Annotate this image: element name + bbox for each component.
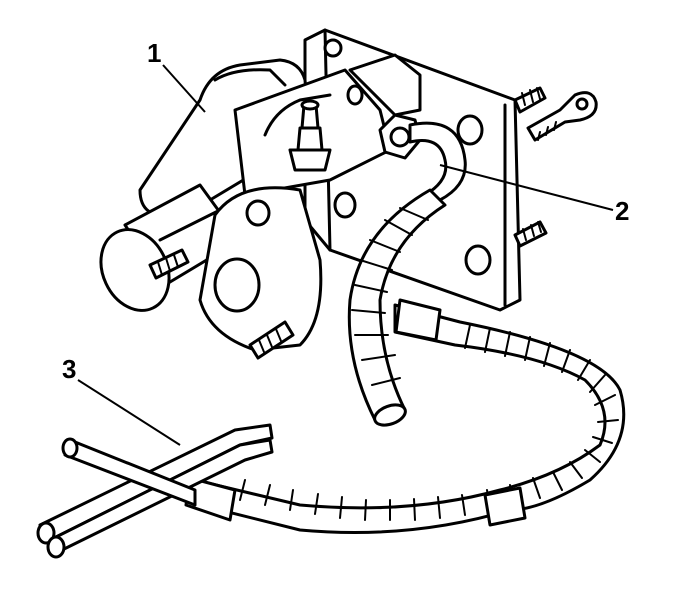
brake-tubes (36, 423, 274, 559)
key-tab (526, 91, 598, 142)
callout-1: 1 (147, 38, 161, 68)
callout-3: 3 (62, 354, 76, 384)
callout-2: 2 (615, 196, 629, 226)
vacuum-hose (347, 121, 467, 427)
callout-leaders (77, 64, 614, 446)
leader-1 (162, 64, 206, 113)
flange-stud (248, 320, 295, 360)
bracket-stud-top (513, 86, 547, 114)
brake-hose (184, 298, 626, 534)
vent-fitting (288, 99, 332, 172)
front-flange (198, 186, 323, 352)
leader-3 (77, 379, 181, 446)
leader-2 (439, 164, 614, 211)
cylinder-stud (148, 248, 190, 280)
bracket-stud-bottom (513, 220, 548, 248)
